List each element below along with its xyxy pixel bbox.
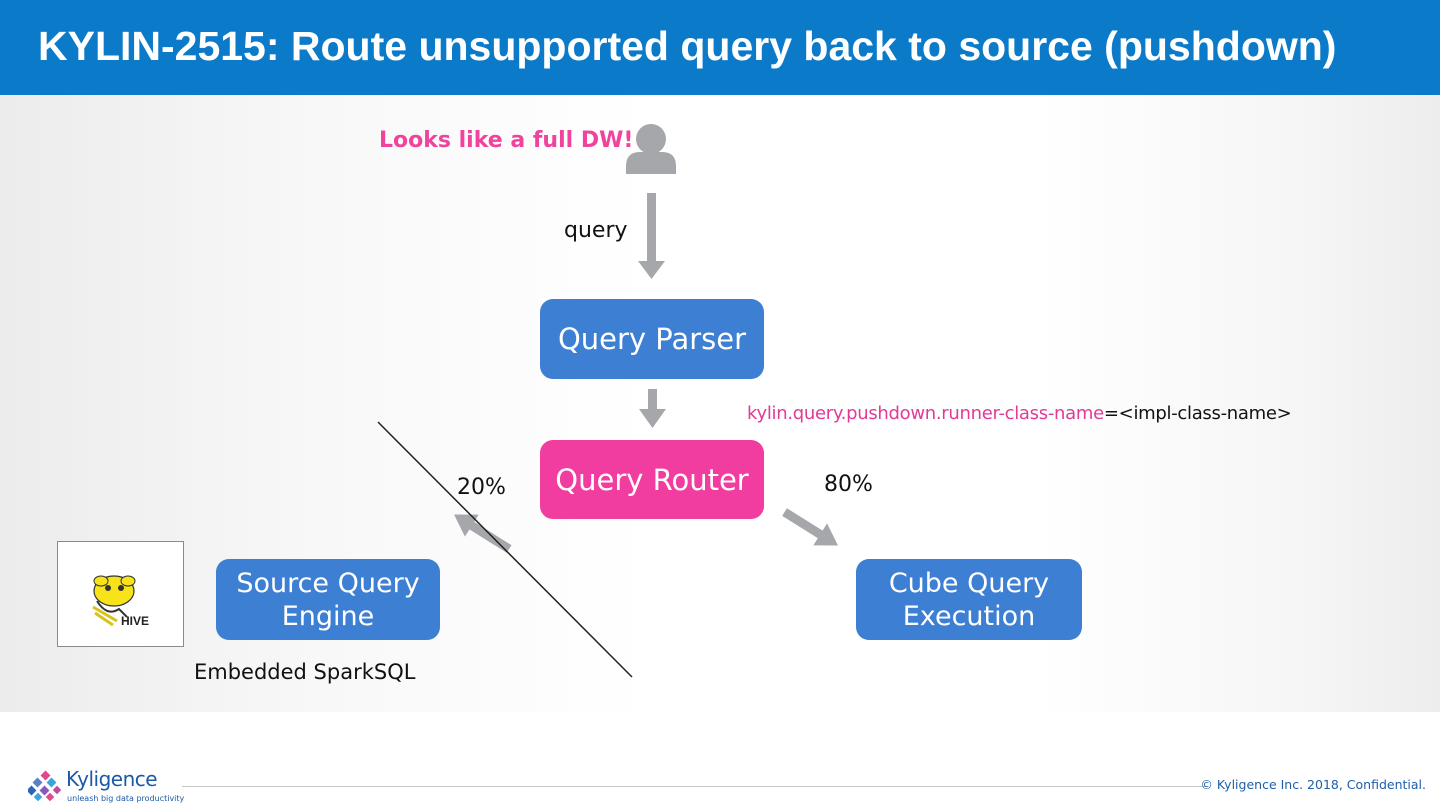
kyligence-logo: Kyligence unleash big data productivity	[28, 767, 184, 806]
strike-through-line	[377, 421, 633, 678]
query-label: query	[564, 218, 628, 243]
cube-exec-label-line1: Cube Query	[888, 567, 1050, 599]
kyligence-diamond-icon	[28, 770, 62, 802]
pushdown-config-line: kylin.query.pushdown.runner-class-name=<…	[747, 403, 1292, 424]
left-percent-label: 20%	[457, 475, 506, 500]
user-icon	[626, 124, 676, 174]
header-bar: KYLIN-2515: Route unsupported query back…	[0, 0, 1440, 95]
arrow-down-right-icon	[782, 508, 838, 546]
logo-name: Kyligence	[66, 767, 158, 791]
config-value: =<impl-class-name>	[1103, 403, 1292, 424]
logo-tagline: unleash big data productivity	[67, 794, 185, 803]
slide-title: KYLIN-2515: Route unsupported query back…	[38, 23, 1337, 69]
right-percent-label: 80%	[824, 472, 873, 497]
hive-logo-icon: HIVE	[87, 569, 149, 631]
source-engine-label-line1: Source Query	[236, 567, 420, 599]
source-query-engine-node: Source Query Engine	[216, 559, 440, 640]
source-engine-caption: Embedded SparkSQL	[194, 660, 416, 684]
arrow-down-icon	[639, 389, 666, 428]
query-parser-label: Query Parser	[557, 322, 747, 356]
hive-logo-text: HIVE	[121, 614, 149, 628]
dw-tagline: Looks like a full DW!	[379, 128, 634, 153]
config-key: kylin.query.pushdown.runner-class-name	[747, 403, 1104, 424]
query-router-label: Query Router	[555, 462, 749, 497]
arrow-down-icon	[638, 193, 665, 279]
source-engine-label-line2: Engine	[281, 600, 375, 632]
cube-query-execution-node: Cube Query Execution	[856, 559, 1082, 640]
cube-exec-label-line2: Execution	[902, 600, 1036, 632]
footer-divider	[182, 786, 1208, 787]
arrow-down-left-icon	[454, 514, 512, 553]
copyright-notice: © Kyligence Inc. 2018, Confidential.	[1200, 777, 1426, 792]
hive-logo-frame: HIVE	[57, 541, 184, 647]
query-router-node: Query Router	[540, 440, 764, 519]
query-parser-node: Query Parser	[540, 299, 764, 379]
